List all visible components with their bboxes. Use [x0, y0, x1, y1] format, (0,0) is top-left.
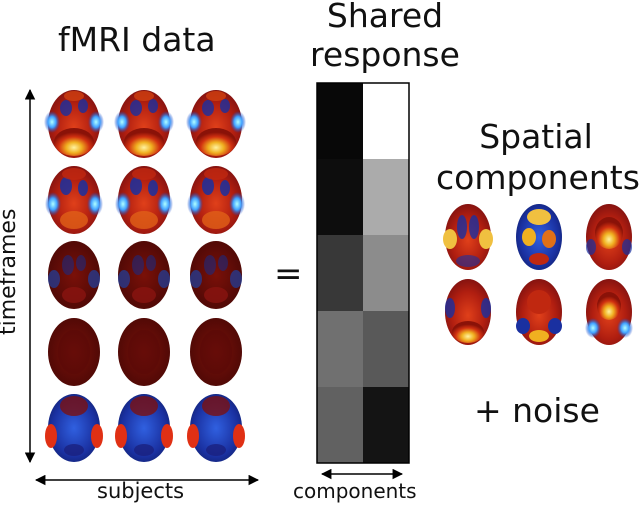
fmri-brain-grid	[44, 90, 246, 462]
brain-map	[187, 166, 245, 234]
spatial-component-map	[445, 279, 491, 345]
noise-label: + noise	[474, 391, 600, 430]
brain-map	[115, 166, 173, 234]
brain-map	[114, 90, 174, 158]
brain-map	[45, 394, 103, 462]
fmri-data-title: fMRI data	[58, 20, 216, 59]
components-label: components	[293, 479, 417, 503]
brain-map	[45, 166, 103, 234]
brain-map	[118, 318, 170, 386]
matrix-cell	[363, 387, 410, 464]
brain-map	[190, 318, 242, 386]
equals-sign: =	[274, 254, 303, 294]
spatial-components-title-line2: components	[436, 158, 640, 197]
brain-map	[48, 318, 100, 386]
matrix-cell	[363, 83, 410, 160]
shared-response-title-line1: Shared	[326, 0, 444, 35]
spatial-component-map	[586, 204, 632, 270]
matrix-cell	[317, 235, 364, 312]
matrix-cell	[317, 83, 364, 160]
matrix-cell	[317, 311, 364, 388]
subjects-label: subjects	[97, 479, 185, 503]
brain-map	[115, 394, 173, 462]
matrix-cell	[363, 159, 410, 236]
spatial-component-map	[516, 279, 562, 345]
brain-map	[186, 90, 246, 158]
spatial-components-title: Spatial components	[436, 116, 640, 198]
spatial-component-map	[516, 204, 562, 270]
shared-response-title: Shared response	[300, 0, 470, 74]
brain-map	[44, 90, 104, 158]
shared-response-matrix	[316, 82, 410, 464]
spatial-component-map	[443, 204, 493, 270]
timeframes-label: timeframes	[0, 208, 21, 335]
shared-response-title-line2: response	[310, 35, 460, 74]
brain-map	[187, 394, 245, 462]
matrix-cell	[317, 387, 364, 464]
matrix-cell	[317, 159, 364, 236]
matrix-cell	[363, 311, 410, 388]
brain-map	[190, 241, 242, 309]
spatial-components-title-line1: Spatial	[479, 117, 593, 156]
brain-map	[48, 241, 100, 309]
spatial-component-map	[585, 279, 633, 345]
brain-map	[118, 241, 170, 309]
spatial-components-grid	[443, 204, 633, 345]
matrix-border	[316, 82, 410, 464]
matrix-cell	[363, 235, 410, 312]
